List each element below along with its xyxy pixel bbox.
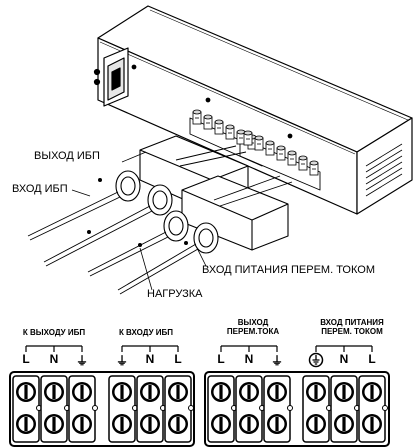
terminal-post xyxy=(309,160,319,176)
term-g4-2: N xyxy=(339,352,349,366)
cabinet-end-face xyxy=(356,117,413,215)
term-g4-3: L xyxy=(368,352,376,366)
protective-earth-icon xyxy=(307,352,325,371)
leader-ups-input xyxy=(71,189,91,197)
screw-terminal-icon xyxy=(12,375,42,443)
term-g1-1: L xyxy=(22,352,30,366)
term-g2-3: L xyxy=(174,352,182,366)
terminal-post xyxy=(192,109,202,125)
terminal-post xyxy=(265,140,275,156)
label-load: НАГРУЗКА xyxy=(147,288,203,300)
label-ups-input: ВХОД ИБП xyxy=(12,183,68,195)
term-g2-2: N xyxy=(145,352,155,366)
terminal-block xyxy=(204,371,390,447)
protective-earth-icon xyxy=(308,352,324,368)
terminal-post xyxy=(214,119,224,135)
screw-terminal-icon xyxy=(108,375,138,443)
terminal-post xyxy=(276,145,286,161)
screw-terminal-icon xyxy=(330,375,360,443)
terminal-post xyxy=(298,155,308,171)
terminal-block-diagram xyxy=(9,345,390,447)
screw-terminal-icon xyxy=(40,375,70,443)
terminal-group-bracket xyxy=(315,345,373,352)
screw-terminal-icon xyxy=(164,375,194,443)
term-g3-1: L xyxy=(217,352,225,366)
screw-terminal-icon xyxy=(358,375,388,443)
screw-terminal-icon xyxy=(68,375,98,443)
terminal-post xyxy=(243,130,253,146)
term-g1-2: N xyxy=(49,352,59,366)
terminal-post xyxy=(254,135,264,151)
terminal-block xyxy=(9,371,195,447)
ground-icon: ⏚ xyxy=(75,354,88,368)
leader-ups-output xyxy=(121,151,147,163)
cable-1 xyxy=(27,191,119,237)
term-g3-2: N xyxy=(244,352,254,366)
leader-load xyxy=(139,247,153,291)
ground-icon: ⏚ xyxy=(270,354,283,368)
screw-terminal-icon xyxy=(136,375,166,443)
screw-terminal-icon xyxy=(207,375,237,443)
cable-3 xyxy=(87,231,167,273)
label-ac-input: ВХОД ПИТАНИЯ ПЕРЕМ. ТОКОМ xyxy=(202,264,375,276)
screw-terminal-icon xyxy=(263,375,293,443)
screw-terminal-icon xyxy=(302,375,332,443)
label-ups-output: ВЫХОД ИБП xyxy=(34,150,100,162)
terminal-post xyxy=(287,150,297,166)
ground-icon: ⏚ xyxy=(115,354,128,368)
terminal-post xyxy=(225,124,235,140)
cable-2 xyxy=(43,205,151,263)
cable-4 xyxy=(117,243,197,291)
group-title-to-ups-input: К ВХОДУ ИБП xyxy=(118,328,174,337)
group-title-to-ups-output: К ВЫХОДУ ИБП xyxy=(22,328,86,337)
terminal-group-bracket xyxy=(220,345,278,352)
leader-ac-input xyxy=(195,245,207,267)
terminal-group-bracket xyxy=(25,345,83,352)
screw-terminal-icon xyxy=(235,375,265,443)
terminal-post xyxy=(203,114,213,130)
terminal-group-bracket xyxy=(121,345,179,352)
